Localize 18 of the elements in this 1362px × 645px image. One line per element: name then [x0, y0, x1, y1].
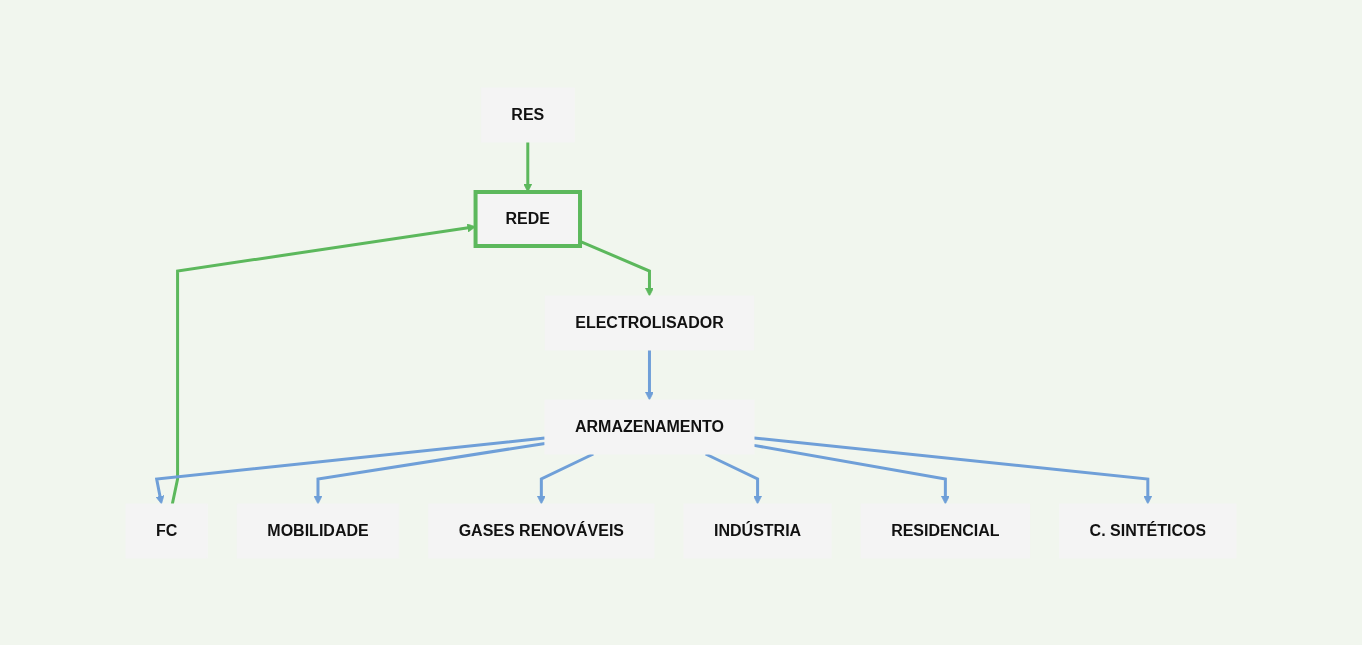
- node-box: GASES RENOVÁVEIS: [428, 503, 655, 558]
- node-box: RESIDENCIAL: [860, 503, 1031, 558]
- arrow: [154, 436, 546, 504]
- arrow: [645, 349, 654, 400]
- arrow: [753, 443, 950, 504]
- arrow: [753, 435, 1153, 504]
- node-box: INDÚSTRIA: [683, 503, 832, 558]
- node-box: C. SINTÉTICOS: [1059, 503, 1237, 558]
- arrow: [536, 452, 594, 504]
- arrow: [313, 441, 546, 504]
- node-box: RES: [480, 87, 575, 142]
- node-box: REDE: [473, 189, 582, 248]
- node-box: MOBILIDADE: [236, 503, 400, 558]
- arrow: [523, 141, 533, 192]
- arrow: [704, 452, 762, 504]
- node-box: ARMAZENAMENTO: [544, 399, 755, 454]
- node-box: FC: [125, 503, 208, 558]
- node-box: ELECTROLISADOR: [544, 295, 755, 350]
